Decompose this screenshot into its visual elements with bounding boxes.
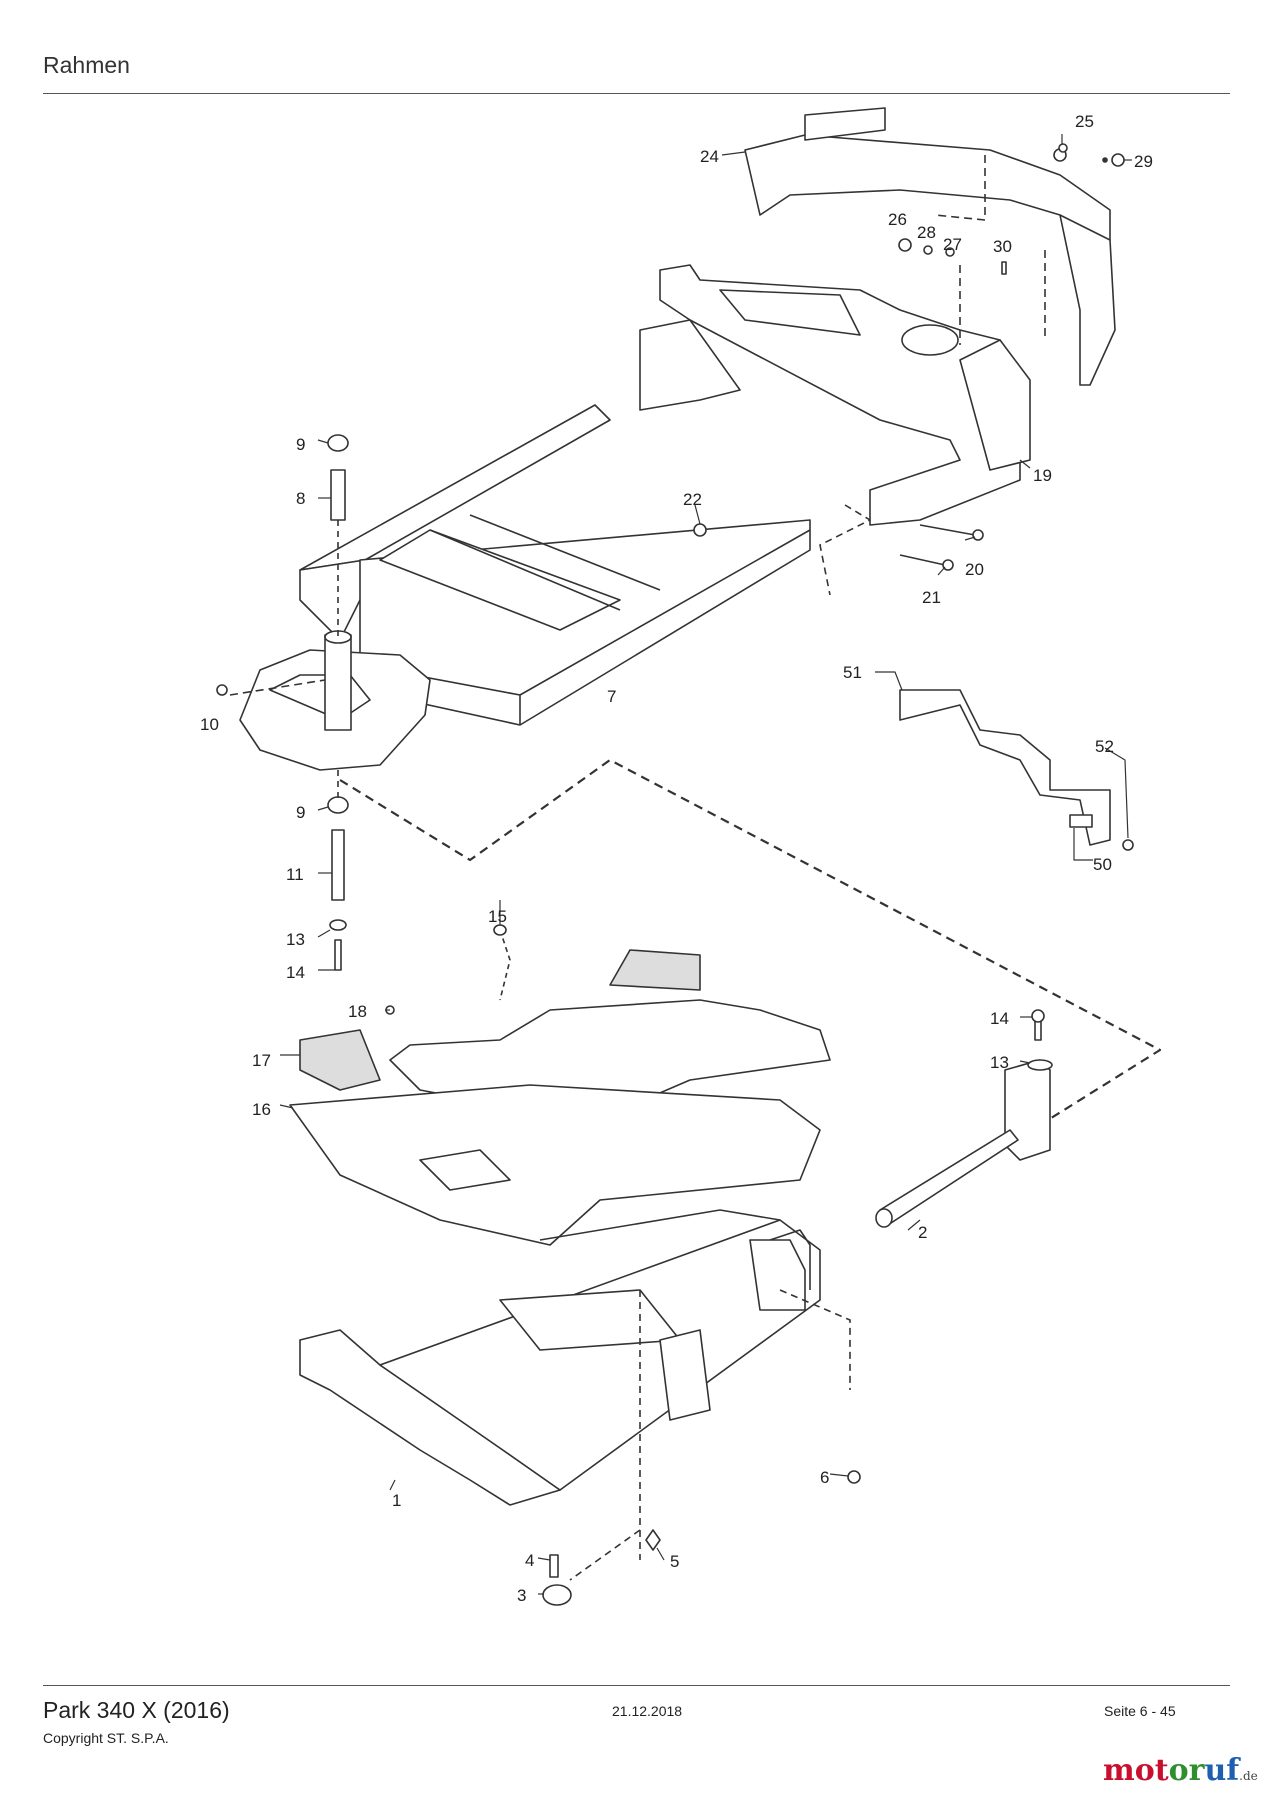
callout-10: 10 [200, 715, 219, 734]
kingpin-hardware [327, 434, 349, 971]
callout-52: 52 [1095, 737, 1114, 756]
callout-28: 28 [917, 223, 936, 242]
callout-51: 51 [843, 663, 862, 682]
bracket-part [899, 689, 1134, 851]
floor-plates-part [289, 924, 831, 1246]
callout-20: 20 [965, 560, 984, 579]
callout-7: 7 [607, 687, 616, 706]
callout-18: 18 [348, 1002, 367, 1021]
logo-part-2: or [1168, 1753, 1205, 1788]
rear-plate-part [639, 250, 1046, 526]
callout-15: 15 [488, 907, 507, 926]
callout-13-right: 13 [990, 1053, 1009, 1072]
callout-1: 1 [392, 1491, 401, 1510]
callout-14-left: 14 [286, 963, 305, 982]
callout-4: 4 [525, 1551, 534, 1570]
callout-29: 29 [1134, 152, 1153, 171]
callout-21: 21 [922, 588, 941, 607]
logo-tld: .de [1239, 1769, 1258, 1783]
hardware-parts [216, 143, 1125, 1015]
callout-9-upper: 9 [296, 435, 305, 454]
callout-16: 16 [252, 1100, 271, 1119]
callout-14-right: 14 [990, 1009, 1009, 1028]
logo-part-1: mot [1103, 1753, 1169, 1788]
callout-3: 3 [517, 1586, 526, 1605]
footer-model-name: Park 340 X (2016) [43, 1697, 230, 1723]
callout-6: 6 [820, 1468, 829, 1487]
callout-24: 24 [700, 147, 719, 166]
footer-copyright: Copyright ST. S.P.A. [43, 1730, 169, 1746]
brand-logo: motoruf.de [1103, 1753, 1258, 1788]
rear-bumper-part [744, 107, 1116, 386]
main-frame-part [299, 1209, 861, 1606]
callout-50: 50 [1093, 855, 1112, 874]
callout-11: 11 [286, 865, 304, 884]
callout-19: 19 [1033, 466, 1052, 485]
rear-axle-part [875, 1009, 1053, 1228]
footer-date: 21.12.2018 [612, 1703, 683, 1719]
footer-page-number: Seite 6 - 45 [1104, 1703, 1176, 1719]
callout-2: 2 [918, 1223, 927, 1242]
header-divider [43, 93, 1230, 94]
callout-26: 26 [888, 210, 907, 229]
callout-5: 5 [670, 1552, 679, 1571]
callout-30: 30 [993, 237, 1012, 256]
page-title: Rahmen [43, 52, 130, 78]
callout-27: 27 [943, 235, 962, 254]
callout-17: 17 [252, 1051, 271, 1070]
callout-25: 25 [1075, 112, 1094, 131]
logo-part-3: uf [1204, 1753, 1240, 1788]
leader-lines [279, 134, 1132, 1595]
callout-22: 22 [683, 490, 702, 509]
footer-divider [43, 1685, 1230, 1686]
callout-9-lower: 9 [296, 803, 305, 822]
callout-13-left: 13 [286, 930, 305, 949]
callout-8: 8 [296, 489, 305, 508]
front-axle-plate-part [229, 630, 431, 771]
upper-frame-part [299, 404, 811, 726]
